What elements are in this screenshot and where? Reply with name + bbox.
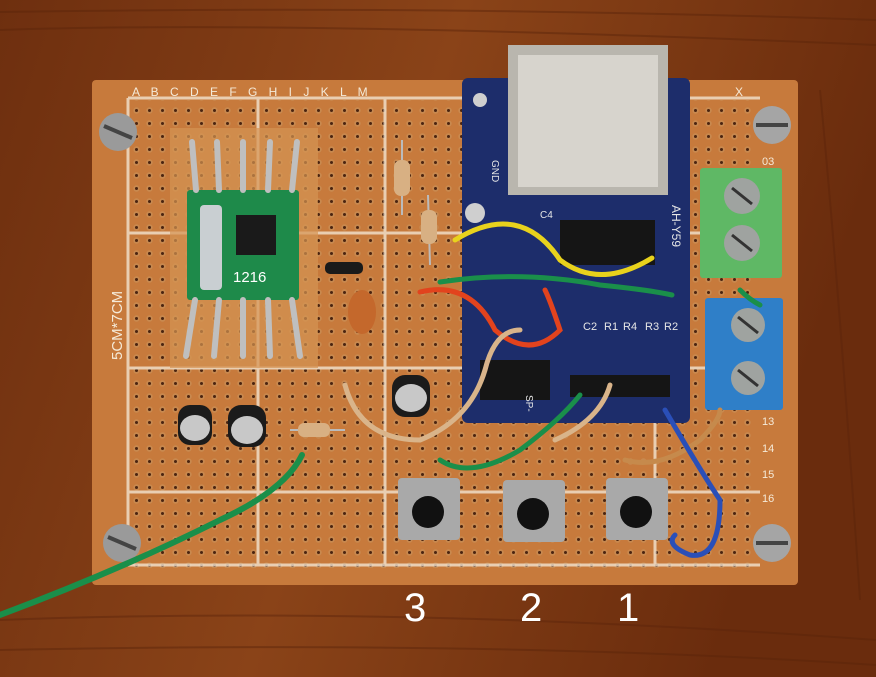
amplifier-module: 1216 [170, 128, 318, 368]
button-label-3: 3 [404, 586, 427, 630]
wood-grain [0, 8, 876, 666]
label-r4: R4 [623, 321, 637, 333]
button-label-1: 1 [617, 586, 640, 630]
mounting-screw [99, 106, 791, 562]
button-label-2: 2 [520, 586, 543, 630]
label-c4: C4 [540, 210, 553, 221]
row-number-03: 03 [762, 156, 774, 168]
push-button-1 [606, 478, 668, 540]
row-number-16: 16 [762, 493, 774, 505]
column-letters: A B C D E F G H I J K L M [132, 85, 372, 99]
row-number-15: 15 [762, 469, 774, 481]
ceramic-capacitor [348, 290, 376, 334]
label-c2: C2 [583, 321, 597, 333]
push-button-3 [398, 478, 460, 540]
label-sp: SP- [523, 395, 534, 412]
label-r1: R1 [604, 321, 618, 333]
column-letter-right: X [735, 85, 743, 99]
label-r2: R2 [664, 321, 678, 333]
wires [0, 221, 763, 618]
terminal-block-green [700, 168, 782, 278]
jumper-black [325, 262, 363, 274]
row-number-14: 14 [762, 443, 774, 455]
row-number-13: 13 [762, 416, 774, 428]
electrolytic-capacitors [178, 375, 430, 447]
chip-marking: 1216 [233, 269, 266, 286]
push-button-2 [503, 480, 565, 542]
label-r3: R3 [645, 321, 659, 333]
board-size-label: 5CM*7CM [109, 291, 126, 360]
module-marking: AH-Y59 [669, 205, 683, 247]
terminal-block-blue [705, 298, 783, 410]
label-gnd: GND [489, 160, 500, 182]
resistors [290, 140, 437, 437]
mp3-module: AH-Y59 C2 R1 R4 R3 R2 C4 GND SP- [462, 45, 690, 423]
